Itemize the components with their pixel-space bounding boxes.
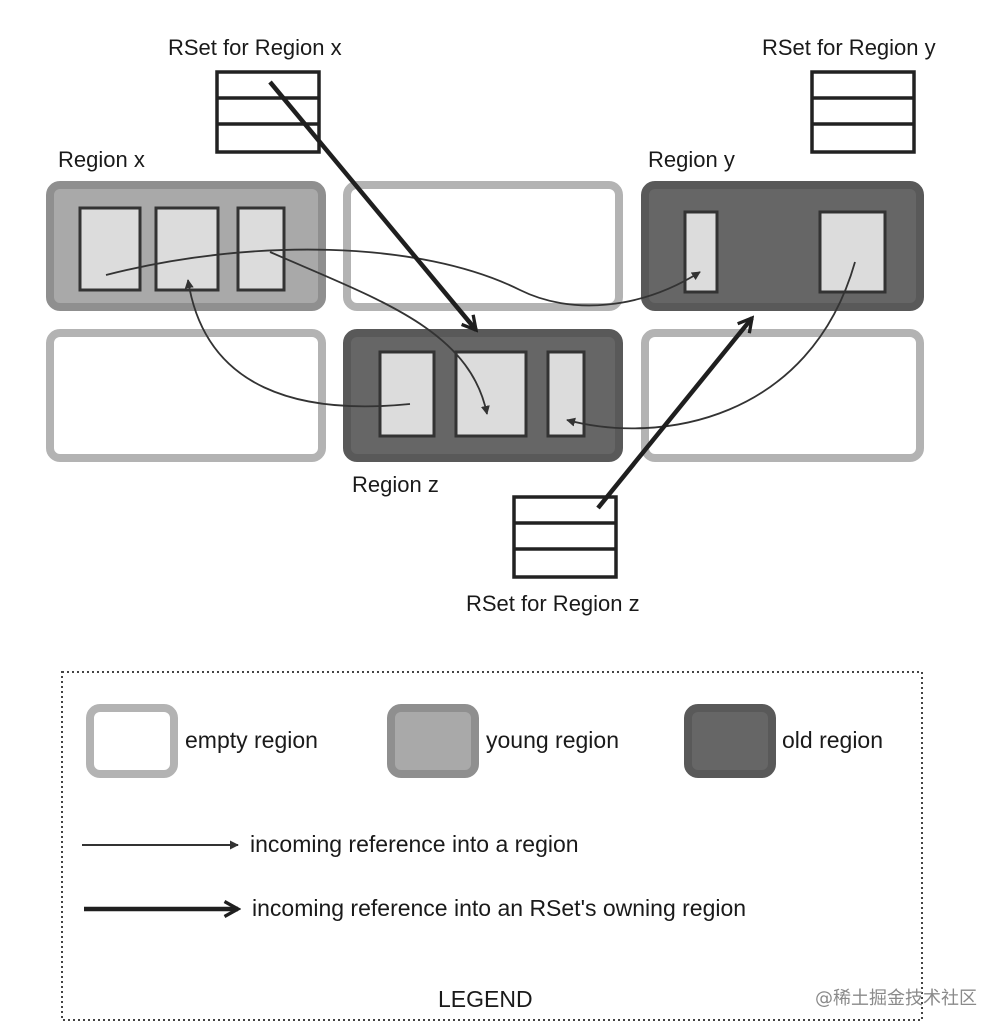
legend-incoming-rset-reference-label: incoming reference into an RSet's owning… [252,895,746,921]
object-z1 [378,350,436,438]
legend: empty region young region old region inc… [61,671,923,1021]
watermark: @稀土掘金技术社区 [815,988,977,1009]
legend-old-label: old region [782,727,883,753]
object-x3 [236,206,286,292]
legend-empty-swatch [86,704,178,778]
legend-empty-label: empty region [185,727,318,753]
region-empty-bottom-right [641,329,924,462]
rset-x-table [215,70,321,154]
reference-x1-to-y1 [105,248,701,307]
reference-z1-to-x2 [184,279,411,408]
rset-z-label: RSet for Region z [466,591,640,616]
rset-x-label: RSet for Region x [168,35,342,60]
reference-x3-to-z2 [269,251,490,415]
legend-frame [61,671,923,1021]
rset-reference-z-to-region-y [596,318,752,510]
legend-incoming-reference-label: incoming reference into a region [250,831,579,857]
region-empty-top-middle [343,181,623,311]
rset-reference-x-to-region-z [268,80,476,330]
object-x2 [154,206,220,292]
legend-young-swatch [387,704,479,778]
region-x-label: Region x [58,147,145,172]
object-z2 [454,350,528,438]
legend-title: LEGEND [438,986,533,1012]
object-y1 [683,210,719,294]
rset-y-label: RSet for Region y [762,35,936,60]
region-z-label: Region z [352,472,439,497]
object-x1 [78,206,142,292]
rset-y-table [810,70,916,154]
object-y2 [818,210,887,294]
region-empty-bottom-left [46,329,326,462]
reference-y2-to-z3 [566,261,856,430]
rset-z-table [512,495,618,579]
legend-old-swatch [684,704,776,778]
legend-young-label: young region [486,727,619,753]
region-y-label: Region y [648,147,735,172]
